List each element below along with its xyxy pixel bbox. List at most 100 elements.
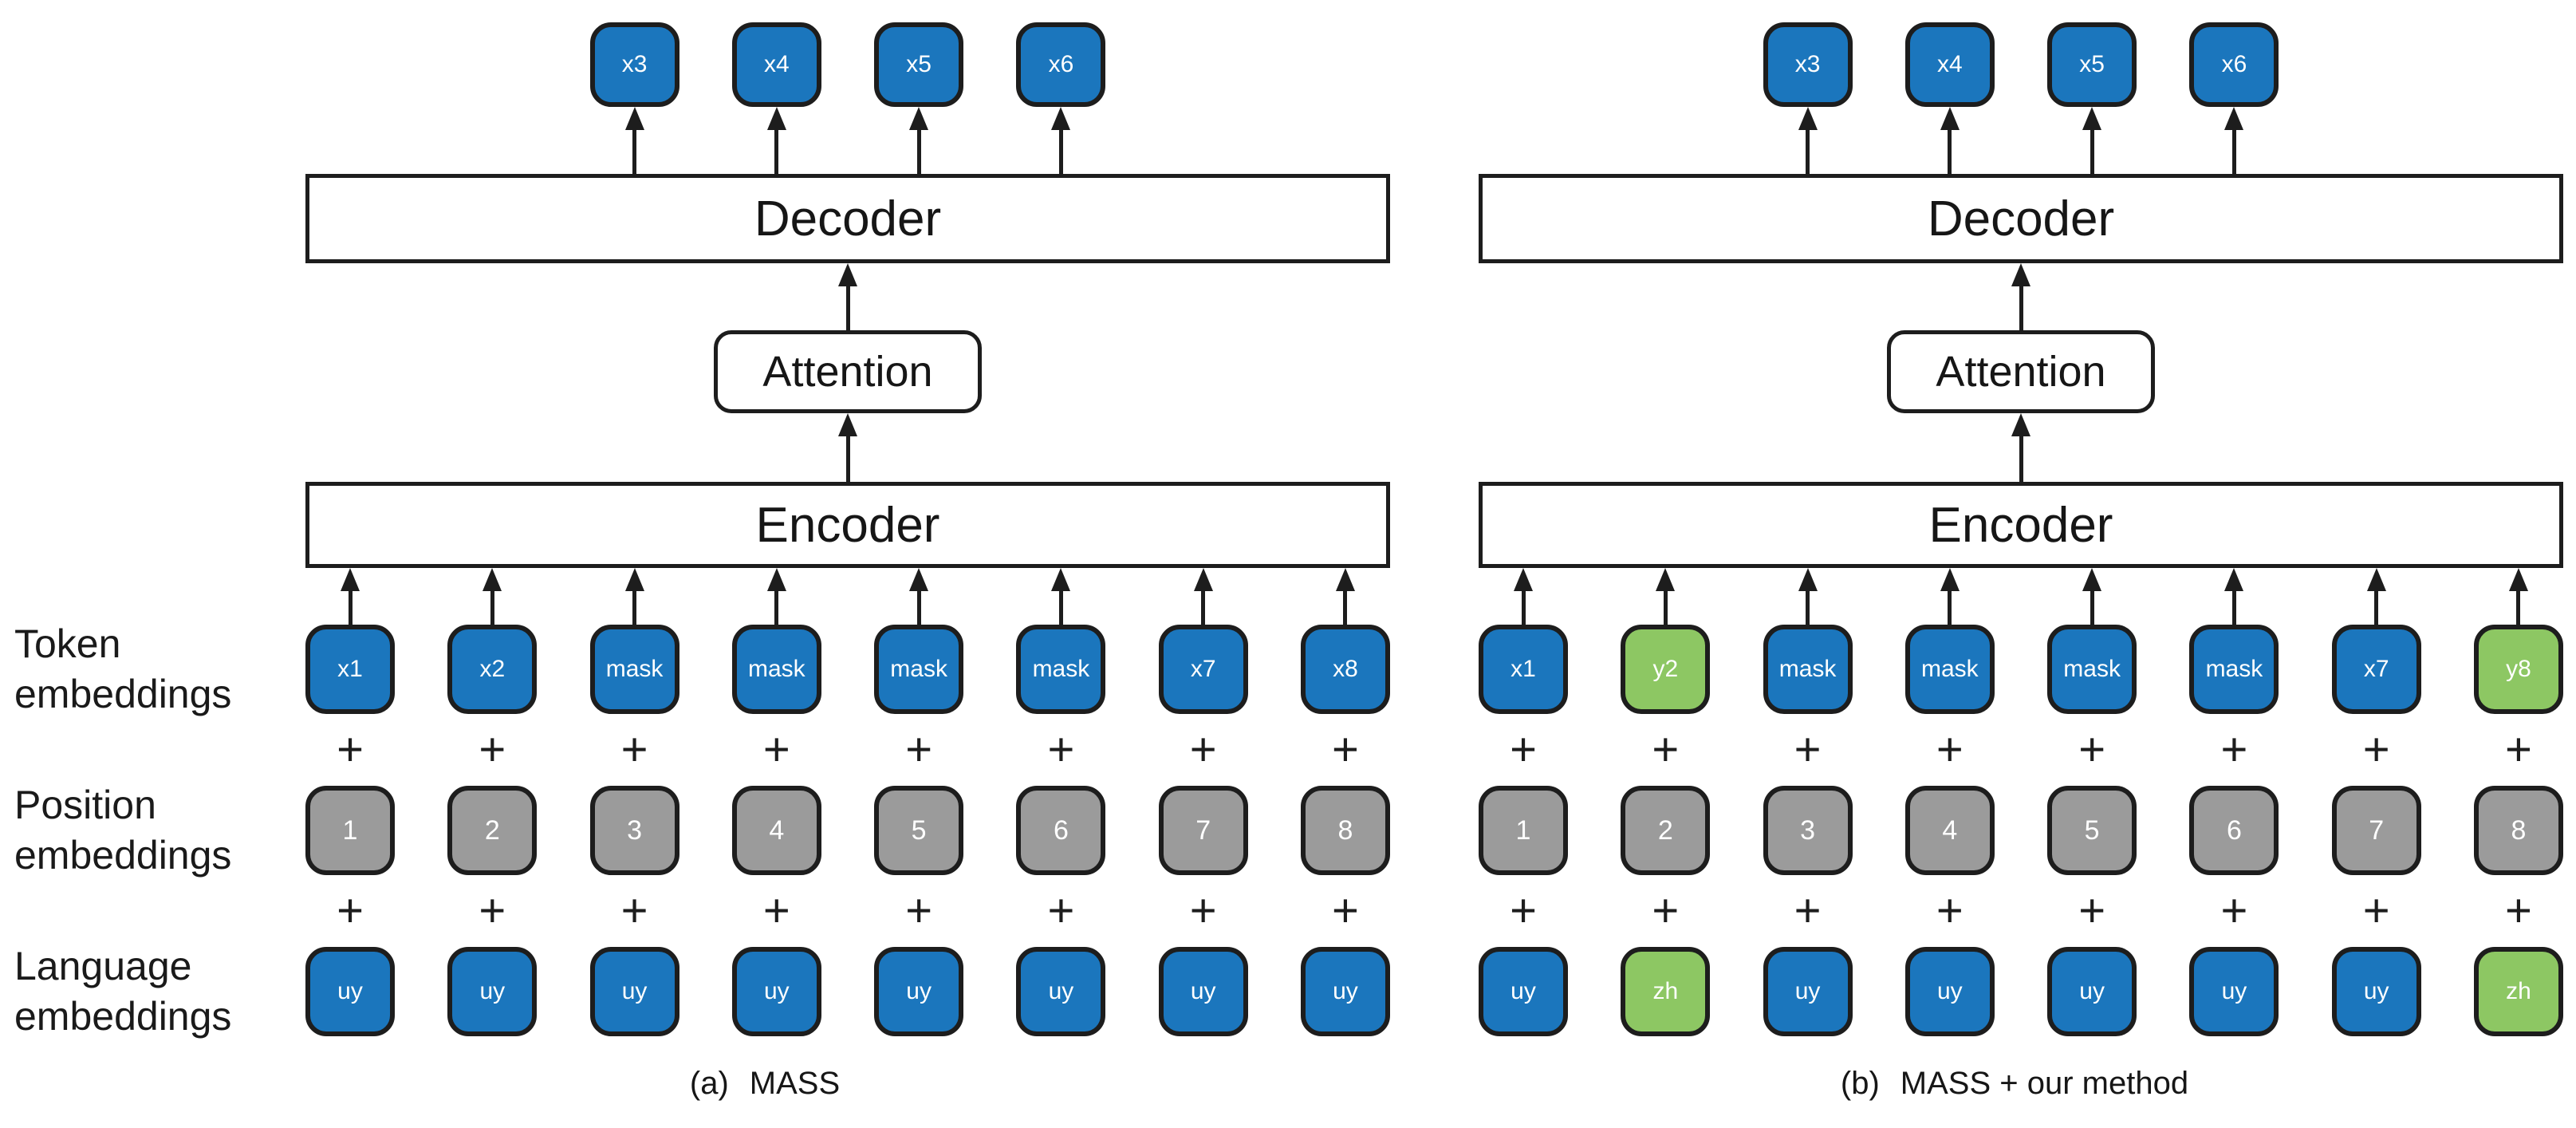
- arrow-head-icon: [1051, 568, 1071, 591]
- up-arrow-icon: [1798, 568, 1818, 625]
- plus-row: ++++++++: [1479, 714, 2563, 786]
- plus-row: ++++++++: [1479, 875, 2563, 947]
- plus-icon: +: [1936, 885, 1964, 937]
- up-arrow-icon: [766, 107, 786, 174]
- language-box: uy: [589, 947, 679, 1036]
- language-box: uy: [1904, 947, 1995, 1036]
- attention-label: Attention: [1936, 348, 2106, 396]
- output-box: x4: [731, 22, 821, 107]
- language-label: uy: [2221, 978, 2247, 1004]
- arrow-head-icon: [624, 568, 644, 591]
- arrow-shaft: [774, 591, 779, 625]
- arrow-shaft: [2231, 130, 2236, 174]
- up-arrow-icon: [2366, 568, 2386, 625]
- position-box: 3: [589, 786, 679, 875]
- plus-icon: +: [1332, 885, 1359, 937]
- token-box: x7: [2331, 625, 2421, 714]
- plus-icon: +: [1047, 885, 1075, 937]
- language-box: uy: [1763, 947, 1853, 1036]
- encoder-box: Encoder: [305, 482, 1390, 568]
- arrow-shaft: [2374, 591, 2379, 625]
- position-box: 6: [2189, 786, 2279, 875]
- arrow-shaft: [845, 436, 850, 482]
- output-label: x4: [764, 51, 790, 77]
- token-box: mask: [1016, 625, 1106, 714]
- plus-icon: +: [337, 724, 364, 775]
- plus-icon: +: [1794, 724, 1822, 775]
- up-arrow-icon: [624, 107, 644, 174]
- up-arrow-icon: [483, 568, 502, 625]
- token-box: mask: [589, 625, 679, 714]
- row-label-line: Language: [14, 944, 192, 988]
- plus-icon: +: [1332, 724, 1359, 775]
- token-box: x7: [1158, 625, 1248, 714]
- token-label: x7: [2363, 656, 2389, 682]
- arrow-head-icon: [2011, 413, 2030, 436]
- language-label: uy: [1511, 978, 1536, 1004]
- plus-icon: +: [2220, 724, 2248, 775]
- language-label: uy: [1794, 978, 1821, 1004]
- position-label: 4: [1942, 814, 1958, 846]
- plus-icon: +: [762, 885, 790, 937]
- output-box: x5: [2047, 22, 2137, 107]
- arrow-shaft: [2090, 130, 2094, 174]
- language-box: uy: [1158, 947, 1248, 1036]
- arrow-shaft: [774, 130, 779, 174]
- arrow-head-icon: [1514, 568, 1533, 591]
- position-embeddings-row-label: Position embeddings: [14, 783, 301, 878]
- up-arrow-icon: [2082, 107, 2102, 174]
- arrow-head-icon: [1656, 568, 1676, 591]
- plus-row: ++++++++: [305, 714, 1390, 786]
- language-box: uy: [1016, 947, 1106, 1036]
- arrow-shaft: [348, 591, 353, 625]
- token-box: y8: [2473, 625, 2563, 714]
- arrow-shaft: [1521, 591, 1526, 625]
- up-arrow-icon: [909, 568, 929, 625]
- arrow-shaft: [1201, 591, 1206, 625]
- row-label-line: embeddings: [14, 994, 232, 1039]
- arrow-head-icon: [2224, 568, 2244, 591]
- up-arrow-icon: [1798, 107, 1818, 174]
- up-arrow-icon: [909, 107, 929, 174]
- encoder-box: Encoder: [1479, 482, 2563, 568]
- token-box: mask: [1904, 625, 1995, 714]
- language-box: zh: [2473, 947, 2563, 1036]
- position-box: 7: [1158, 786, 1248, 875]
- arrow-head-icon: [909, 107, 929, 130]
- arrow-shaft: [632, 591, 637, 625]
- arrow-shaft: [916, 130, 921, 174]
- output-label: x3: [621, 51, 648, 77]
- arrow-head-icon: [1940, 568, 1960, 591]
- plus-icon: +: [1189, 885, 1217, 937]
- plus-icon: +: [1652, 724, 1680, 775]
- arrow-head-icon: [483, 568, 502, 591]
- position-box: 2: [447, 786, 538, 875]
- arrow-shaft: [845, 286, 850, 330]
- arrow-shaft: [1806, 130, 1810, 174]
- caption-prefix: (b): [1840, 1066, 1880, 1101]
- token-label: y2: [1652, 656, 1679, 682]
- position-box: 6: [1016, 786, 1106, 875]
- up-arrow-icon: [838, 263, 857, 330]
- arrow-head-icon: [1193, 568, 1213, 591]
- arrow-row: [1479, 263, 2563, 330]
- up-arrow-icon: [1193, 568, 1213, 625]
- arrow-shaft: [1058, 591, 1063, 625]
- arrow-shaft: [2516, 591, 2521, 625]
- plus-icon: +: [2362, 724, 2390, 775]
- caption-text: MASS: [749, 1066, 841, 1101]
- language-box: uy: [2189, 947, 2279, 1036]
- position-box: 2: [1621, 786, 1711, 875]
- position-label: 3: [627, 814, 643, 846]
- decoder-label: Decoder: [754, 191, 942, 247]
- up-arrow-icon: [2224, 107, 2244, 174]
- output-arrows-row: [1479, 107, 2563, 174]
- language-box: uy: [1300, 947, 1390, 1036]
- arrow-head-icon: [1335, 568, 1355, 591]
- up-arrow-icon: [1940, 568, 1960, 625]
